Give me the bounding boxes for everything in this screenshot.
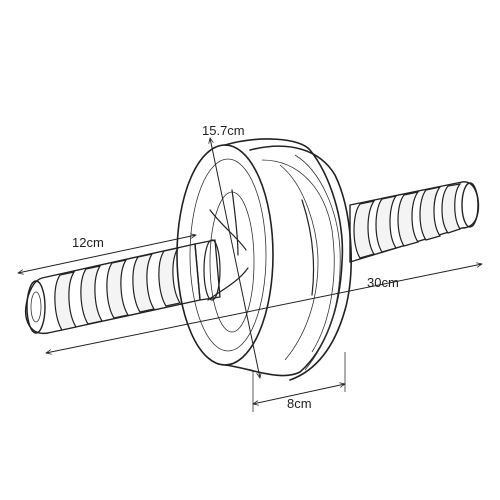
wheel-width-dimension: 8cm — [253, 352, 345, 412]
right-handle — [349, 181, 480, 263]
diameter-dimension: 15.7cm — [202, 123, 260, 378]
handle-length-label: 12cm — [72, 235, 104, 250]
left-grip-bands — [54, 247, 181, 331]
wheel — [176, 138, 352, 381]
diameter-label: 15.7cm — [202, 123, 245, 138]
right-grip-bands — [353, 183, 462, 259]
axle-hub — [194, 239, 221, 301]
total-length-dimension: 30cm — [46, 264, 482, 353]
wheel-width-label: 8cm — [287, 396, 312, 411]
left-handle — [24, 243, 201, 334]
total-length-label: 30cm — [367, 275, 399, 290]
